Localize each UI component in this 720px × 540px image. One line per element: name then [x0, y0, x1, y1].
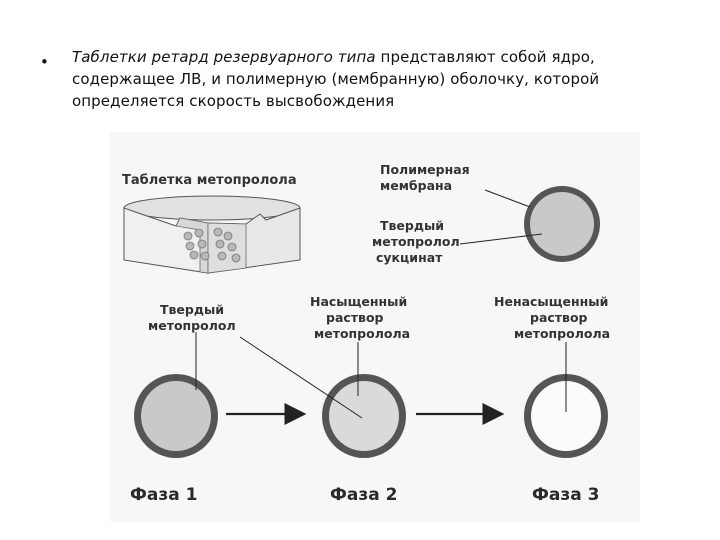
phase1-solid-core — [141, 381, 211, 451]
release-diagram: Таблетка метопролола — [122, 162, 610, 505]
unsaturated-label-line1: Ненасыщенный — [494, 294, 608, 309]
phase2-label: Фаза 2 — [330, 485, 397, 505]
succinate-label-line1: Твердый — [380, 218, 444, 233]
bullet-paragraph: • Таблетки ретард резервуарного типа пре… — [40, 46, 680, 112]
unsaturated-label-line3: метопролола — [514, 326, 610, 341]
tablet-illustration — [123, 195, 301, 274]
succinate-label-line3: сукцинат — [376, 250, 443, 265]
membrane-pointer-line — [484, 189, 531, 208]
phase2-saturated-core — [329, 381, 399, 451]
saturated-label-line3: метопролола — [314, 326, 410, 341]
membrane-label-line2: мембрана — [380, 178, 452, 193]
succinate-pointer-line — [459, 233, 543, 245]
tablet-title: Таблетка метопролола — [122, 173, 297, 188]
saturated-label-line1: Насыщенный — [310, 294, 407, 309]
unsaturated-label-line2: раствор — [530, 310, 588, 325]
bullet-marker: • — [40, 53, 49, 71]
phase3-label: Фаза 3 — [532, 485, 599, 505]
solid-label-line1: Твердый — [160, 302, 224, 317]
succinate-label-line2: метопролол — [372, 234, 460, 249]
phase3-unsaturated-core — [531, 381, 601, 451]
bullet-italic-term: Таблетки ретард резервуарного типа — [72, 48, 376, 66]
phase2-diagonal-pointer — [239, 336, 363, 419]
solid-label-line2: метопролол — [148, 318, 236, 333]
phase1-label: Фаза 1 — [130, 485, 197, 505]
bullet-text: Таблетки ретард резервуарного типа предс… — [72, 46, 680, 112]
metoprolol-release-figure: Таблетка метопролола — [110, 132, 640, 522]
saturated-label-line2: раствор — [326, 310, 384, 325]
solid-core-top — [530, 192, 594, 256]
tablet-granules — [183, 227, 241, 263]
bullet-description: представляют собой ядро, содержащее ЛВ, … — [72, 48, 600, 110]
membrane-label-line1: Полимерная — [380, 162, 470, 177]
